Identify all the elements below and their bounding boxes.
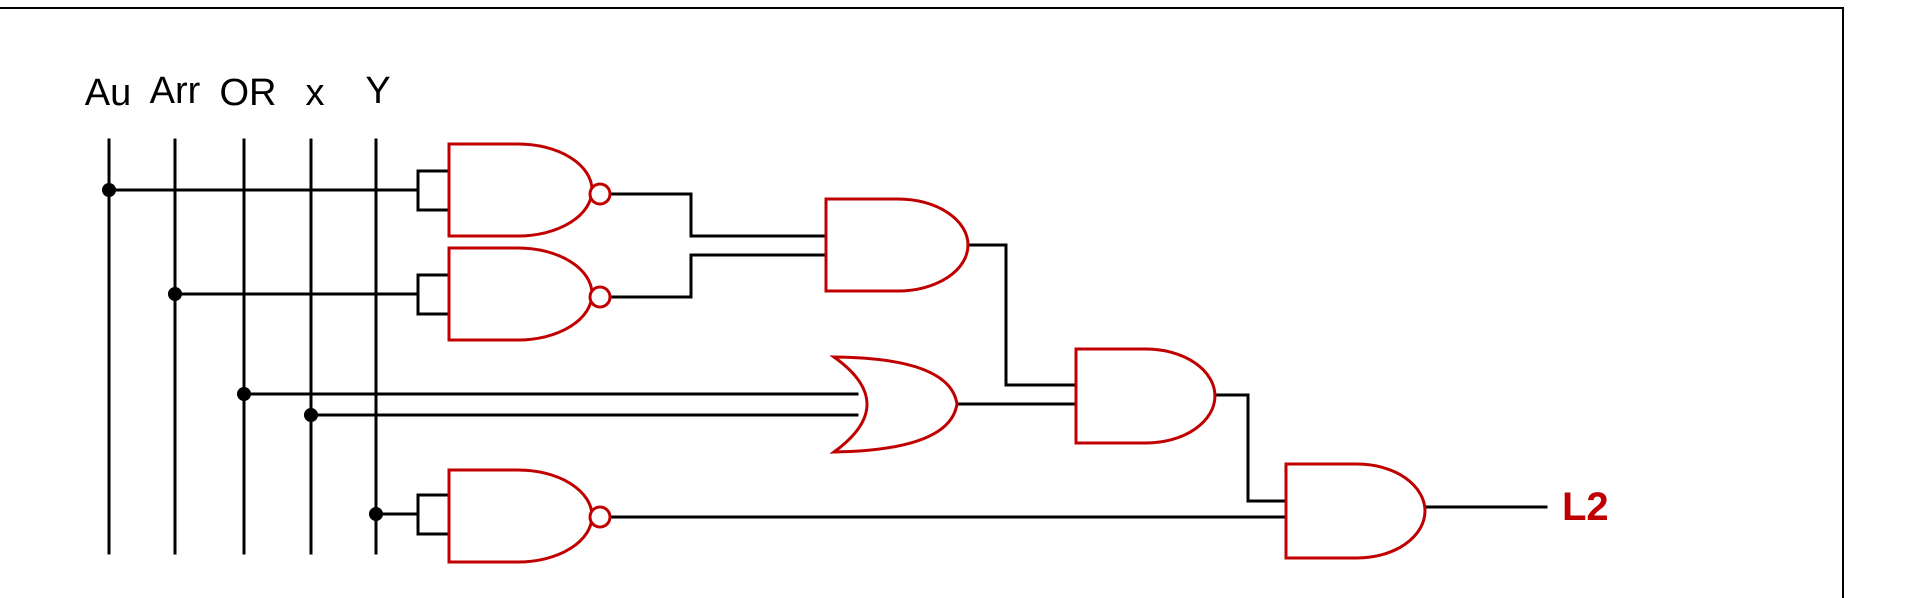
input-label-or: OR bbox=[220, 72, 277, 114]
nand-gate-2 bbox=[447, 246, 594, 342]
wire-nand-2-to-and-1 bbox=[609, 253, 828, 299]
input-label-arr: Arr bbox=[150, 70, 201, 112]
input-label-x: x bbox=[306, 72, 325, 114]
wire-au-to-nand-1 bbox=[107, 169, 451, 212]
wire-and-1-to-and-2 bbox=[967, 243, 1078, 387]
and-gate-1 bbox=[824, 197, 970, 293]
and-gate-2 bbox=[1074, 347, 1217, 445]
input-label-au: Au bbox=[85, 72, 131, 114]
nand-gate-1-bubble bbox=[588, 182, 612, 206]
nand-gate-3-bubble bbox=[588, 505, 612, 529]
nand-gate-3 bbox=[447, 468, 594, 564]
output-label-l2: L2 bbox=[1562, 485, 1609, 529]
nand-gate-2-bubble bbox=[588, 285, 612, 309]
diagram-frame bbox=[0, 7, 1844, 598]
and-gate-3 bbox=[1284, 462, 1427, 560]
or-gate-1 bbox=[829, 355, 959, 454]
wire-arr-to-nand-2 bbox=[173, 273, 451, 316]
wire-and-2-to-and-3 bbox=[1213, 393, 1288, 503]
nand-gate-1 bbox=[447, 142, 594, 238]
wire-y-to-nand-3 bbox=[374, 493, 451, 536]
wire-nand-1-to-and-1 bbox=[609, 192, 828, 238]
input-label-y: Y bbox=[365, 70, 390, 112]
